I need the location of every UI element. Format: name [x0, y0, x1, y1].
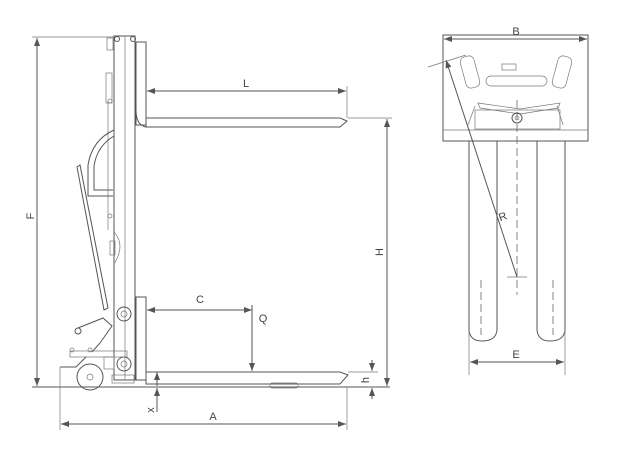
label-R: R	[497, 210, 509, 224]
pulley-lower	[116, 356, 132, 372]
dimension-x: x	[145, 372, 160, 413]
dimension-h: h	[348, 360, 378, 399]
dimension-F: F	[25, 38, 40, 386]
fork-right	[536, 141, 566, 342]
base-frame	[474, 109, 561, 130]
upper-carriage	[135, 41, 147, 126]
fork-lowered	[145, 371, 349, 385]
dimension-C: C	[147, 294, 252, 313]
label-H: H	[374, 248, 386, 256]
fork-left	[468, 141, 498, 342]
label-x: x	[145, 407, 157, 413]
handle-bar	[485, 75, 548, 87]
label-Q: Q	[259, 313, 268, 325]
dimension-L: L	[147, 78, 348, 118]
dimension-E: E	[468, 330, 566, 375]
label-E: E	[512, 349, 519, 361]
chassis-outline	[442, 34, 589, 142]
mast	[105, 35, 136, 381]
dimension-B: B	[444, 26, 587, 42]
label-C: C	[196, 294, 204, 306]
label-h: h	[360, 377, 372, 383]
castor-wheel	[60, 347, 135, 391]
load-Q: Q	[249, 305, 268, 371]
fork-heel	[135, 109, 147, 128]
pulley-upper	[116, 306, 132, 322]
dimension-H: H	[348, 117, 392, 386]
label-L: L	[243, 78, 249, 90]
front-view: R B E	[427, 26, 589, 375]
label-F: F	[25, 212, 37, 219]
cross-beam	[477, 102, 561, 115]
label-A: A	[209, 411, 217, 423]
leg-right	[551, 55, 573, 126]
leg-left	[459, 55, 481, 126]
dimension-R: R	[427, 54, 518, 278]
side-view: F	[25, 35, 392, 430]
load-roller	[269, 382, 299, 389]
pedal	[501, 63, 517, 71]
fork-raised	[145, 117, 348, 128]
label-B: B	[512, 26, 519, 38]
handle	[74, 129, 115, 353]
lower-carriage	[135, 296, 147, 381]
dimension-A: A	[59, 367, 348, 430]
